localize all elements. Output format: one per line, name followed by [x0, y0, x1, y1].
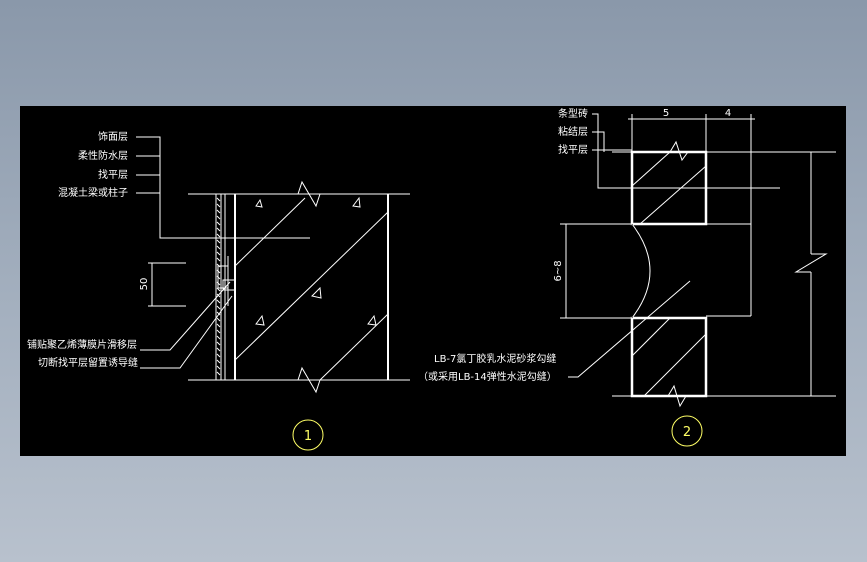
label-leveling-layer: 找平层: [98, 168, 128, 181]
dimension-5: 5: [663, 108, 669, 119]
tile-dash: [216, 359, 221, 364]
tile-dash: [216, 311, 221, 316]
tile-dash: [216, 227, 221, 232]
tile-dash: [216, 245, 221, 250]
lower-brick: [630, 316, 708, 398]
leader-concrete: [136, 192, 161, 194]
tile-dash: [216, 257, 221, 262]
hatch-line: [319, 313, 389, 381]
tile-dash: [216, 371, 221, 376]
dimension-6-8: 6~8: [553, 260, 564, 281]
leader-strip-brick: [592, 113, 632, 189]
break-mark-top: [297, 180, 321, 208]
leader-joint: [140, 295, 233, 369]
brick-hatch: [631, 317, 671, 357]
callout-circle-1: [292, 419, 324, 451]
tile-dash: [216, 197, 221, 202]
tile-dash: [216, 335, 221, 340]
concrete-mark: [352, 196, 361, 208]
leader-slip-layer: [140, 281, 231, 351]
detail-2-labels: 条型砖 粘结层 找平层 5 4 6~8 LB-7氯丁胶乳水泥砂浆勾缝 （或采用L…: [418, 107, 731, 440]
brick-hatch: [631, 151, 671, 187]
concrete-mark: [367, 314, 377, 326]
detail-1: [136, 136, 410, 451]
brick-hatch: [639, 165, 707, 225]
tile-dash: [216, 203, 221, 208]
concrete-mark: [255, 198, 263, 208]
tile-dash: [216, 251, 221, 256]
concrete-mark: [255, 314, 265, 326]
leader-finish: [136, 136, 310, 239]
dimension-50: 50: [139, 278, 150, 291]
label-flexible-waterproof: 柔性防水层: [78, 149, 128, 162]
dimension-4: 4: [725, 108, 731, 119]
hatch-line: [234, 211, 389, 361]
label-slip-layer: 铺贴聚乙烯薄膜片滑移层: [27, 338, 137, 351]
tile-dash: [216, 305, 221, 310]
leader-joint-note: [568, 280, 691, 378]
callout-number-1: 1: [304, 429, 312, 444]
detail-1-labels: 饰面层 柔性防水层 找平层 混凝土梁或柱子 50 铺贴聚乙烯薄膜片滑移层 切断找…: [27, 130, 312, 444]
concrete-mark: [311, 286, 322, 299]
label-bond-layer: 粘结层: [558, 125, 588, 138]
detail-2: [560, 113, 836, 447]
callout-number-2: 2: [683, 425, 691, 440]
break-mark-bottom: [297, 366, 321, 394]
tile-dash: [216, 233, 221, 238]
hatch-line: [234, 197, 306, 267]
label-leveling-layer-2: 找平层: [558, 143, 588, 156]
tile-dash: [216, 347, 221, 352]
callout-circle-2: [671, 415, 703, 447]
note-joint-line2: （或采用LB-14弹性水泥勾缝）: [418, 370, 557, 383]
label-finish-layer: 饰面层: [98, 130, 128, 143]
leader-bond-layer: [592, 131, 605, 152]
tile-dash: [216, 323, 221, 328]
tile-dash: [216, 221, 221, 226]
note-joint-line1: LB-7氯丁胶乳水泥砂浆勾缝: [434, 352, 556, 365]
concave-joint: [631, 223, 651, 319]
cad-viewport[interactable]: 饰面层 柔性防水层 找平层 混凝土梁或柱子 50 铺贴聚乙烯薄膜片滑移层 切断找…: [20, 106, 846, 456]
tile-dash: [216, 239, 221, 244]
tile-dash: [216, 353, 221, 358]
label-strip-brick: 条型砖: [558, 107, 588, 120]
tile-dash: [216, 299, 221, 304]
tile-dash: [216, 209, 221, 214]
tile-dash: [216, 341, 221, 346]
drawing-canvas: 饰面层 柔性防水层 找平层 混凝土梁或柱子 50 铺贴聚乙烯薄膜片滑移层 切断找…: [27, 107, 836, 451]
tile-dash: [216, 317, 221, 322]
wall-break-mark: [794, 253, 828, 273]
slip-layer-box: [222, 279, 236, 291]
tile-dash: [216, 365, 221, 370]
label-concrete-beam: 混凝土梁或柱子: [58, 186, 128, 199]
tile-dash: [216, 215, 221, 220]
label-induced-joint: 切断找平层留置诱导缝: [38, 356, 138, 369]
brick-hatch: [643, 333, 707, 397]
tile-dash: [216, 329, 221, 334]
